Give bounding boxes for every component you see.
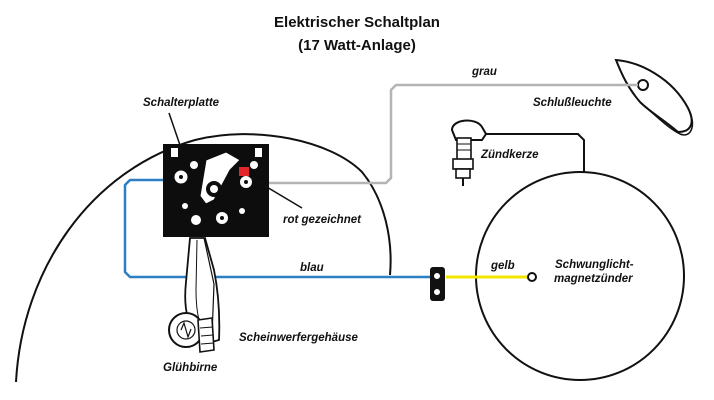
bulb-icon [168,312,215,353]
label-magneto-line2: magnetzünder [554,273,633,285]
blue-wire [123,178,433,279]
leader-switch-plate [168,112,183,152]
diagram-title: Elektrischer Schaltplan [274,14,440,31]
diagram-subtitle: (17 Watt-Anlage) [298,37,416,54]
red-marker [239,167,249,176]
label-blue-wire: blau [300,262,324,274]
spark-plug-icon [450,119,488,186]
label-grey-wire: grau [472,66,497,78]
label-magneto-line1: Schwunglicht- [555,259,634,271]
leader-red-marked [249,176,303,209]
label-bulb: Glühbirne [163,362,218,374]
spark-plug-cable [484,133,585,172]
label-switch-plate: Schalterplatte [143,97,220,109]
label-tail-light: Schlußleuchte [533,97,612,109]
headlamp-housing-outline [15,133,392,383]
label-headlamp-housing: Scheinwerfergehäuse [239,332,358,344]
tail-light-terminal [637,79,649,91]
switch-plate-icon [163,144,269,237]
tail-light-housing [614,58,693,134]
label-yellow-wire: gelb [491,260,515,272]
label-red-marked: rot gezeichnet [283,214,361,226]
wire-connector [430,267,445,301]
grey-wire [244,83,638,185]
magneto-terminal [527,272,537,282]
label-spark-plug: Zündkerze [481,149,539,161]
fender-outline [639,101,694,136]
